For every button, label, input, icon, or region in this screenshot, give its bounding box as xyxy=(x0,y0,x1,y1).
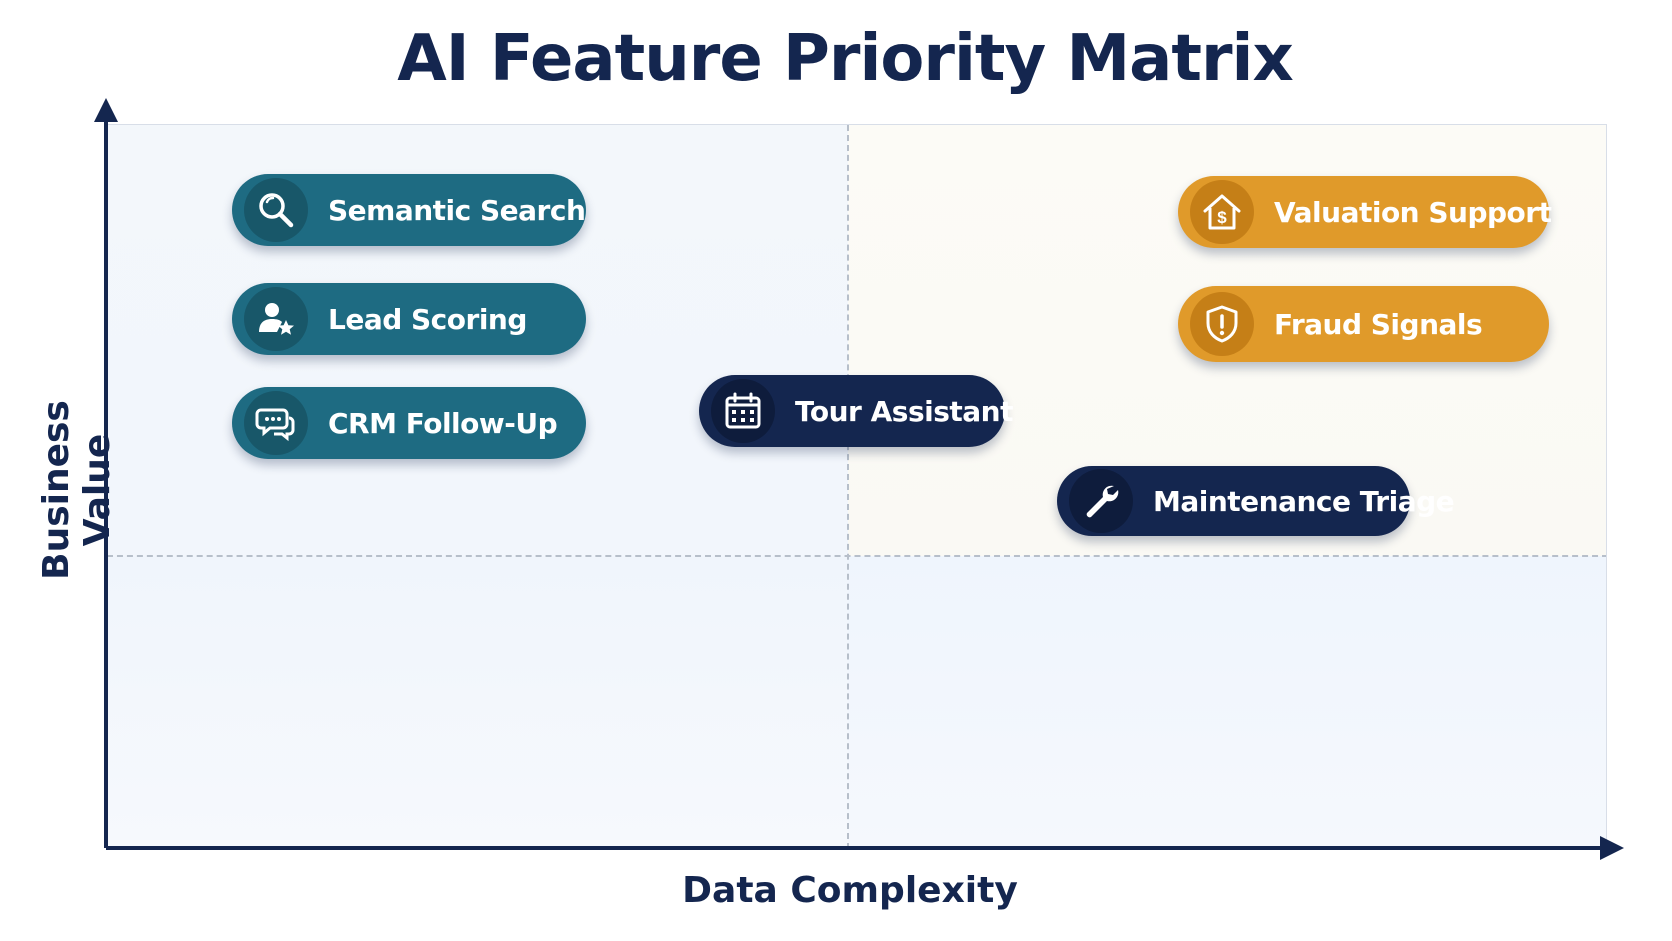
feature-crm-follow-up: CRM Follow-Up xyxy=(232,387,586,459)
feature-lead-scoring: Lead Scoring xyxy=(232,283,586,355)
svg-text:$: $ xyxy=(1217,208,1227,227)
horizontal-divider xyxy=(107,555,1606,557)
feature-label: Tour Assistant xyxy=(795,394,1013,428)
feature-label: Lead Scoring xyxy=(328,302,527,336)
feature-tour-assistant: Tour Assistant xyxy=(699,375,1013,447)
vertical-divider xyxy=(847,125,849,847)
feature-fraud-signals: Fraud Signals xyxy=(1178,286,1549,362)
shield-alert-icon xyxy=(1190,292,1254,356)
x-axis-arrow xyxy=(1600,836,1624,860)
user-star-icon xyxy=(244,287,308,351)
diagram-title: AI Feature Priority Matrix xyxy=(397,22,1293,96)
feature-maintenance-triage: Maintenance Triage xyxy=(1057,466,1455,536)
x-axis-label: Data Complexity xyxy=(682,870,1018,911)
feature-label: Maintenance Triage xyxy=(1153,484,1455,518)
wrench-icon xyxy=(1069,469,1133,533)
feature-label: CRM Follow-Up xyxy=(328,406,558,440)
chat-bubbles-icon xyxy=(244,391,308,455)
quadrant-bottom-left xyxy=(107,556,848,847)
house-dollar-icon: $ xyxy=(1190,180,1254,244)
feature-label: Fraud Signals xyxy=(1274,307,1483,341)
feature-label: Valuation Support xyxy=(1274,195,1552,229)
search-icon xyxy=(244,178,308,242)
y-axis-arrow xyxy=(94,98,118,122)
feature-label: Semantic Search xyxy=(328,193,586,227)
calendar-icon xyxy=(711,379,775,443)
feature-semantic-search: Semantic Search xyxy=(232,174,586,246)
y-axis-label: Business Value xyxy=(36,400,118,580)
feature-valuation-support: $ Valuation Support xyxy=(1178,176,1552,248)
quadrant-bottom-right xyxy=(848,556,1606,847)
